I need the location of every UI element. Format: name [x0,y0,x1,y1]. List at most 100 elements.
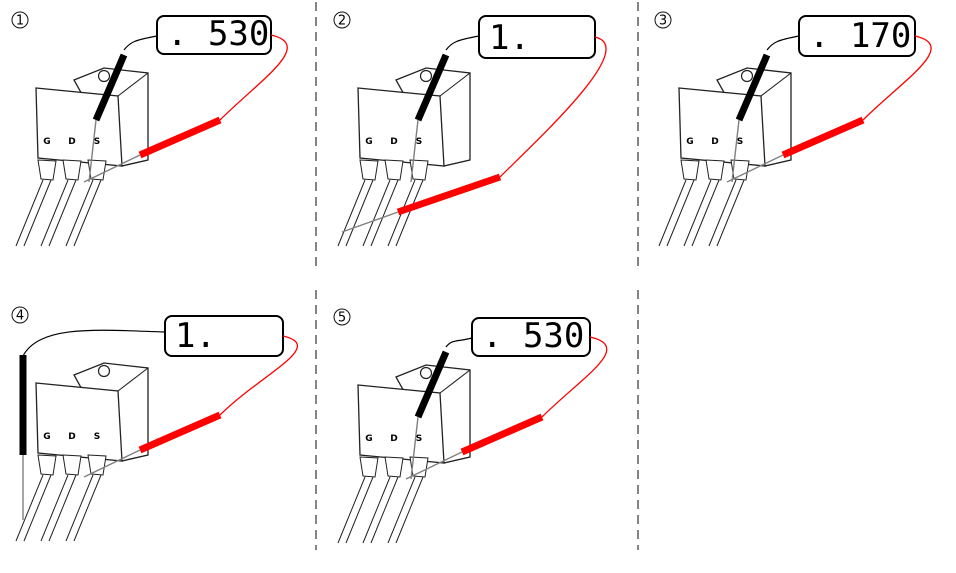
red-probe-tip [726,154,784,183]
panel-number: 4 [16,309,24,324]
leg-shoulder [62,454,82,476]
meter-reading: . 530 [167,14,269,54]
transistor-leg [658,159,700,247]
leg-shoulder [37,454,57,476]
black-lead-wire [22,329,166,357]
pin-label-g: G [43,432,50,442]
pin-label-d: D [68,432,75,442]
red-lead-wire [219,34,288,121]
leg-line [40,179,69,247]
pin-label-d: D [390,137,397,147]
leg-line [15,179,44,247]
meter-reading: 1. [175,316,216,356]
panel-number-circle [654,11,672,29]
red-probe [781,116,865,159]
transistor-leg [337,456,379,544]
leg-shoulder [705,159,725,181]
mounting-hole [97,69,111,83]
pin-label-s: S [737,137,743,147]
leg-line [387,476,416,544]
transistor-body [357,384,445,464]
pin-label-s: S [94,137,100,147]
transistor-body [35,382,123,462]
leg-shoulder [87,454,107,476]
pin-label-d: D [68,137,75,147]
transistor-leg [15,159,57,247]
panel-number: 1 [16,14,24,29]
leg-line [370,476,399,544]
black-probe-tip [731,119,740,183]
body-edge [439,72,471,97]
transistor-leg [65,454,107,542]
black-probe-tip [88,119,97,183]
red-lead-wire [541,336,608,418]
pin-label-d: D [390,434,397,444]
body-edge [121,454,149,462]
body-edge [760,72,792,97]
red-probe [460,413,544,456]
leg-line [716,179,745,247]
leg-shoulder [359,159,379,181]
leg-line [345,476,374,544]
red-probe [138,116,222,159]
leg-line [395,179,424,247]
body-edge [443,159,471,167]
red-probe-tip [405,451,463,480]
leg-line [48,474,77,542]
red-probe-tip [83,449,141,478]
panel-number: 3 [659,14,667,29]
pin-label-s: S [416,137,422,147]
leg-line [40,474,69,542]
meter-reading: . 170 [809,16,911,56]
pin-label-g: G [365,434,372,444]
leg-shoulder [384,159,404,181]
transistor-leg [15,454,57,542]
leg-shoulder [359,456,379,478]
body-edge [443,456,471,464]
panel-number: 2 [338,14,346,29]
transistor-leg [362,159,404,247]
transistor-leg [387,159,429,247]
transistor-leg [40,159,82,247]
leg-shoulder [62,159,82,181]
body-edge [121,159,149,167]
pin-label-s: S [416,434,422,444]
leg-line [708,179,737,247]
red-lead-wire [499,36,607,178]
leg-line [73,474,102,542]
panel-number-circle [333,11,351,29]
black-probe [414,350,450,419]
leg-line [337,476,366,544]
pin-label-s: S [94,432,100,442]
panel-number-circle [11,11,29,29]
meter-reading: 1. [489,18,530,58]
mounting-hole [97,364,111,378]
black-probe-tip [410,416,419,480]
black-probe [414,53,450,122]
leg-line [23,179,52,247]
leg-line [683,179,712,247]
leg-line [48,179,77,247]
black-lead-wire [445,337,473,348]
leg-line [362,476,391,544]
leg-line [65,474,94,542]
transistor-leg [40,454,82,542]
red-lead-wire [862,35,932,121]
transistor-leg [362,456,404,544]
body-edge [117,72,149,97]
black-lead-wire [123,35,158,51]
transistor-body [357,87,445,167]
black-probe-tip [410,119,419,183]
red-probe-tip [341,211,399,233]
red-lead-wire [219,335,298,416]
red-probe [138,411,222,454]
red-probe-tip [83,154,141,183]
transistor-leg [683,159,725,247]
pin-label-d: D [711,137,718,147]
leg-line [23,474,52,542]
